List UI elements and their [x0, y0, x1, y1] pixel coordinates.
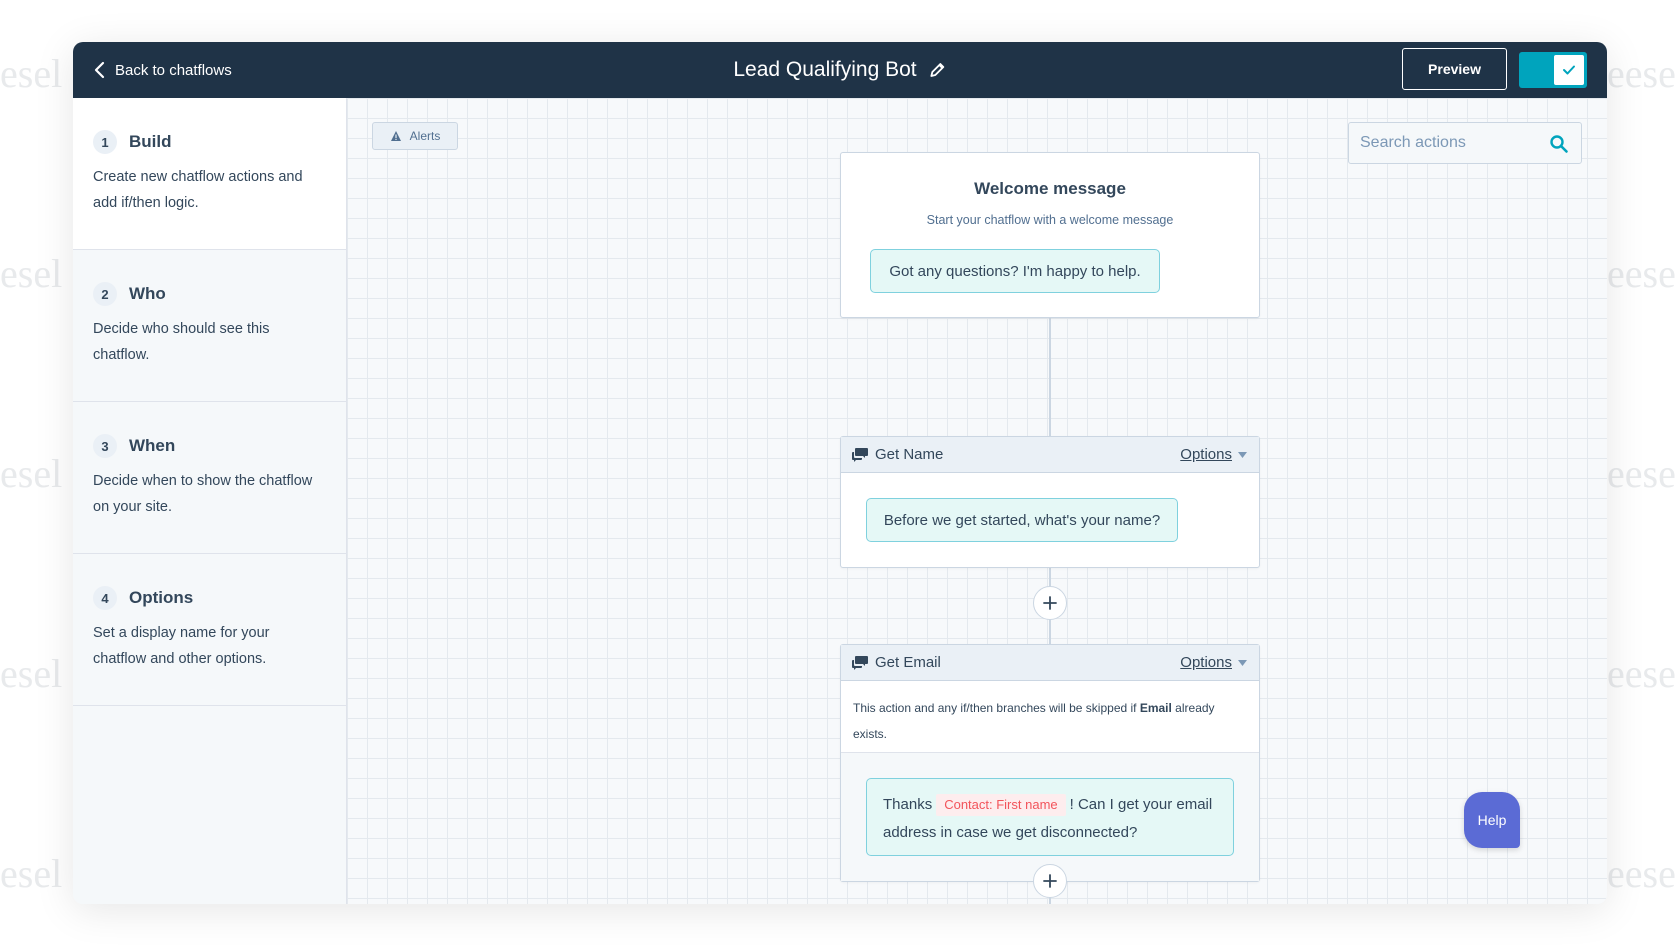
back-to-chatflows-link[interactable]: Back to chatflows — [93, 42, 232, 98]
step-title: When — [129, 436, 175, 456]
plus-icon — [1043, 874, 1057, 888]
skip-condition-note: This action and any if/then branches wil… — [841, 681, 1259, 753]
step-description: Create new chatflow actions and add if/t… — [93, 164, 323, 216]
get-email-card[interactable]: Get Email Options This action and any if… — [840, 644, 1260, 882]
get-email-card-header: Get Email Options — [841, 645, 1259, 681]
get-name-card-header: Get Name Options — [841, 437, 1259, 473]
search-actions-box — [1348, 122, 1582, 164]
top-bar: Back to chatflows Lead Qualifying Bot Pr… — [73, 42, 1607, 98]
preview-button[interactable]: Preview — [1402, 48, 1507, 90]
plus-icon — [1043, 596, 1057, 610]
step-title: Options — [129, 588, 193, 608]
search-icon[interactable] — [1549, 134, 1569, 154]
get-name-card[interactable]: Get Name Options Before we get started, … — [840, 436, 1260, 568]
options-label: Options — [1180, 654, 1232, 671]
bubble-text: Thanks — [883, 796, 932, 813]
chatflow-title: Lead Qualifying Bot — [733, 42, 946, 98]
note-field-name: Email — [1140, 701, 1172, 715]
chatflow-title-text: Lead Qualifying Bot — [733, 58, 916, 82]
toggle-knob — [1554, 55, 1584, 85]
pencil-icon[interactable] — [929, 61, 947, 79]
search-actions-input[interactable] — [1349, 123, 1581, 163]
get-email-bubble[interactable]: ThanksContact: First name! Can I get you… — [866, 778, 1234, 856]
help-button[interactable]: Help — [1464, 792, 1520, 848]
chevron-left-icon — [93, 61, 107, 79]
chat-bubbles-icon — [851, 447, 869, 463]
alerts-label: Alerts — [410, 129, 441, 143]
step-number: 1 — [93, 130, 117, 154]
get-name-label: Get Name — [875, 446, 1180, 463]
step-build[interactable]: 1 Build Create new chatflow actions and … — [73, 98, 346, 250]
chatflow-enabled-toggle[interactable] — [1519, 52, 1587, 88]
step-description: Decide when to show the chatflow on your… — [93, 468, 323, 520]
alerts-button[interactable]: Alerts — [372, 122, 458, 150]
watermark-text: eese — [1607, 650, 1676, 697]
caret-down-icon — [1238, 452, 1247, 458]
add-action-button[interactable] — [1033, 586, 1067, 620]
watermark-text: eese — [1607, 850, 1676, 897]
caret-down-icon — [1238, 660, 1247, 666]
welcome-card-title: Welcome message — [841, 179, 1259, 199]
back-link-label: Back to chatflows — [115, 62, 232, 79]
welcome-message-card[interactable]: Welcome message Start your chatflow with… — [840, 152, 1260, 318]
step-number: 4 — [93, 586, 117, 610]
watermark-text: esel — [0, 650, 62, 697]
watermark-text: eese — [1607, 250, 1676, 297]
options-label: Options — [1180, 446, 1232, 463]
step-title: Who — [129, 284, 166, 304]
steps-sidebar: 1 Build Create new chatflow actions and … — [73, 98, 347, 904]
chatflow-editor-window: Back to chatflows Lead Qualifying Bot Pr… — [73, 42, 1607, 904]
welcome-card-subtitle: Start your chatflow with a welcome messa… — [841, 213, 1259, 227]
get-email-options-dropdown[interactable]: Options — [1180, 654, 1247, 671]
get-email-body: ThanksContact: First name! Can I get you… — [841, 753, 1259, 881]
watermark-text: eese — [1607, 450, 1676, 497]
note-text: This action and any if/then branches wil… — [853, 701, 1140, 715]
get-email-label: Get Email — [875, 654, 1180, 671]
step-title: Build — [129, 132, 172, 152]
watermark-text: esel — [0, 50, 62, 97]
add-action-button[interactable] — [1033, 864, 1067, 898]
flow-canvas[interactable]: Alerts Welcome message Start your chatfl… — [347, 98, 1607, 904]
step-options[interactable]: 4 Options Set a display name for your ch… — [73, 554, 346, 706]
get-name-bubble[interactable]: Before we get started, what's your name? — [866, 498, 1178, 542]
watermark-text: esel — [0, 850, 62, 897]
warning-icon — [390, 130, 402, 142]
checkmark-icon — [1562, 63, 1576, 77]
get-name-options-dropdown[interactable]: Options — [1180, 446, 1247, 463]
flow-connector — [1049, 318, 1051, 436]
step-number: 2 — [93, 282, 117, 306]
step-when[interactable]: 3 When Decide when to show the chatflow … — [73, 402, 346, 554]
step-description: Decide who should see this chatflow. — [93, 316, 323, 368]
step-who[interactable]: 2 Who Decide who should see this chatflo… — [73, 250, 346, 402]
step-number: 3 — [93, 434, 117, 458]
step-description: Set a display name for your chatflow and… — [93, 620, 323, 672]
welcome-message-bubble[interactable]: Got any questions? I'm happy to help. — [870, 249, 1160, 293]
personalization-token[interactable]: Contact: First name — [936, 794, 1065, 816]
chat-bubbles-icon — [851, 655, 869, 671]
watermark-text: esel — [0, 250, 62, 297]
watermark-text: esel — [0, 450, 62, 497]
watermark-text: eese — [1607, 50, 1676, 97]
